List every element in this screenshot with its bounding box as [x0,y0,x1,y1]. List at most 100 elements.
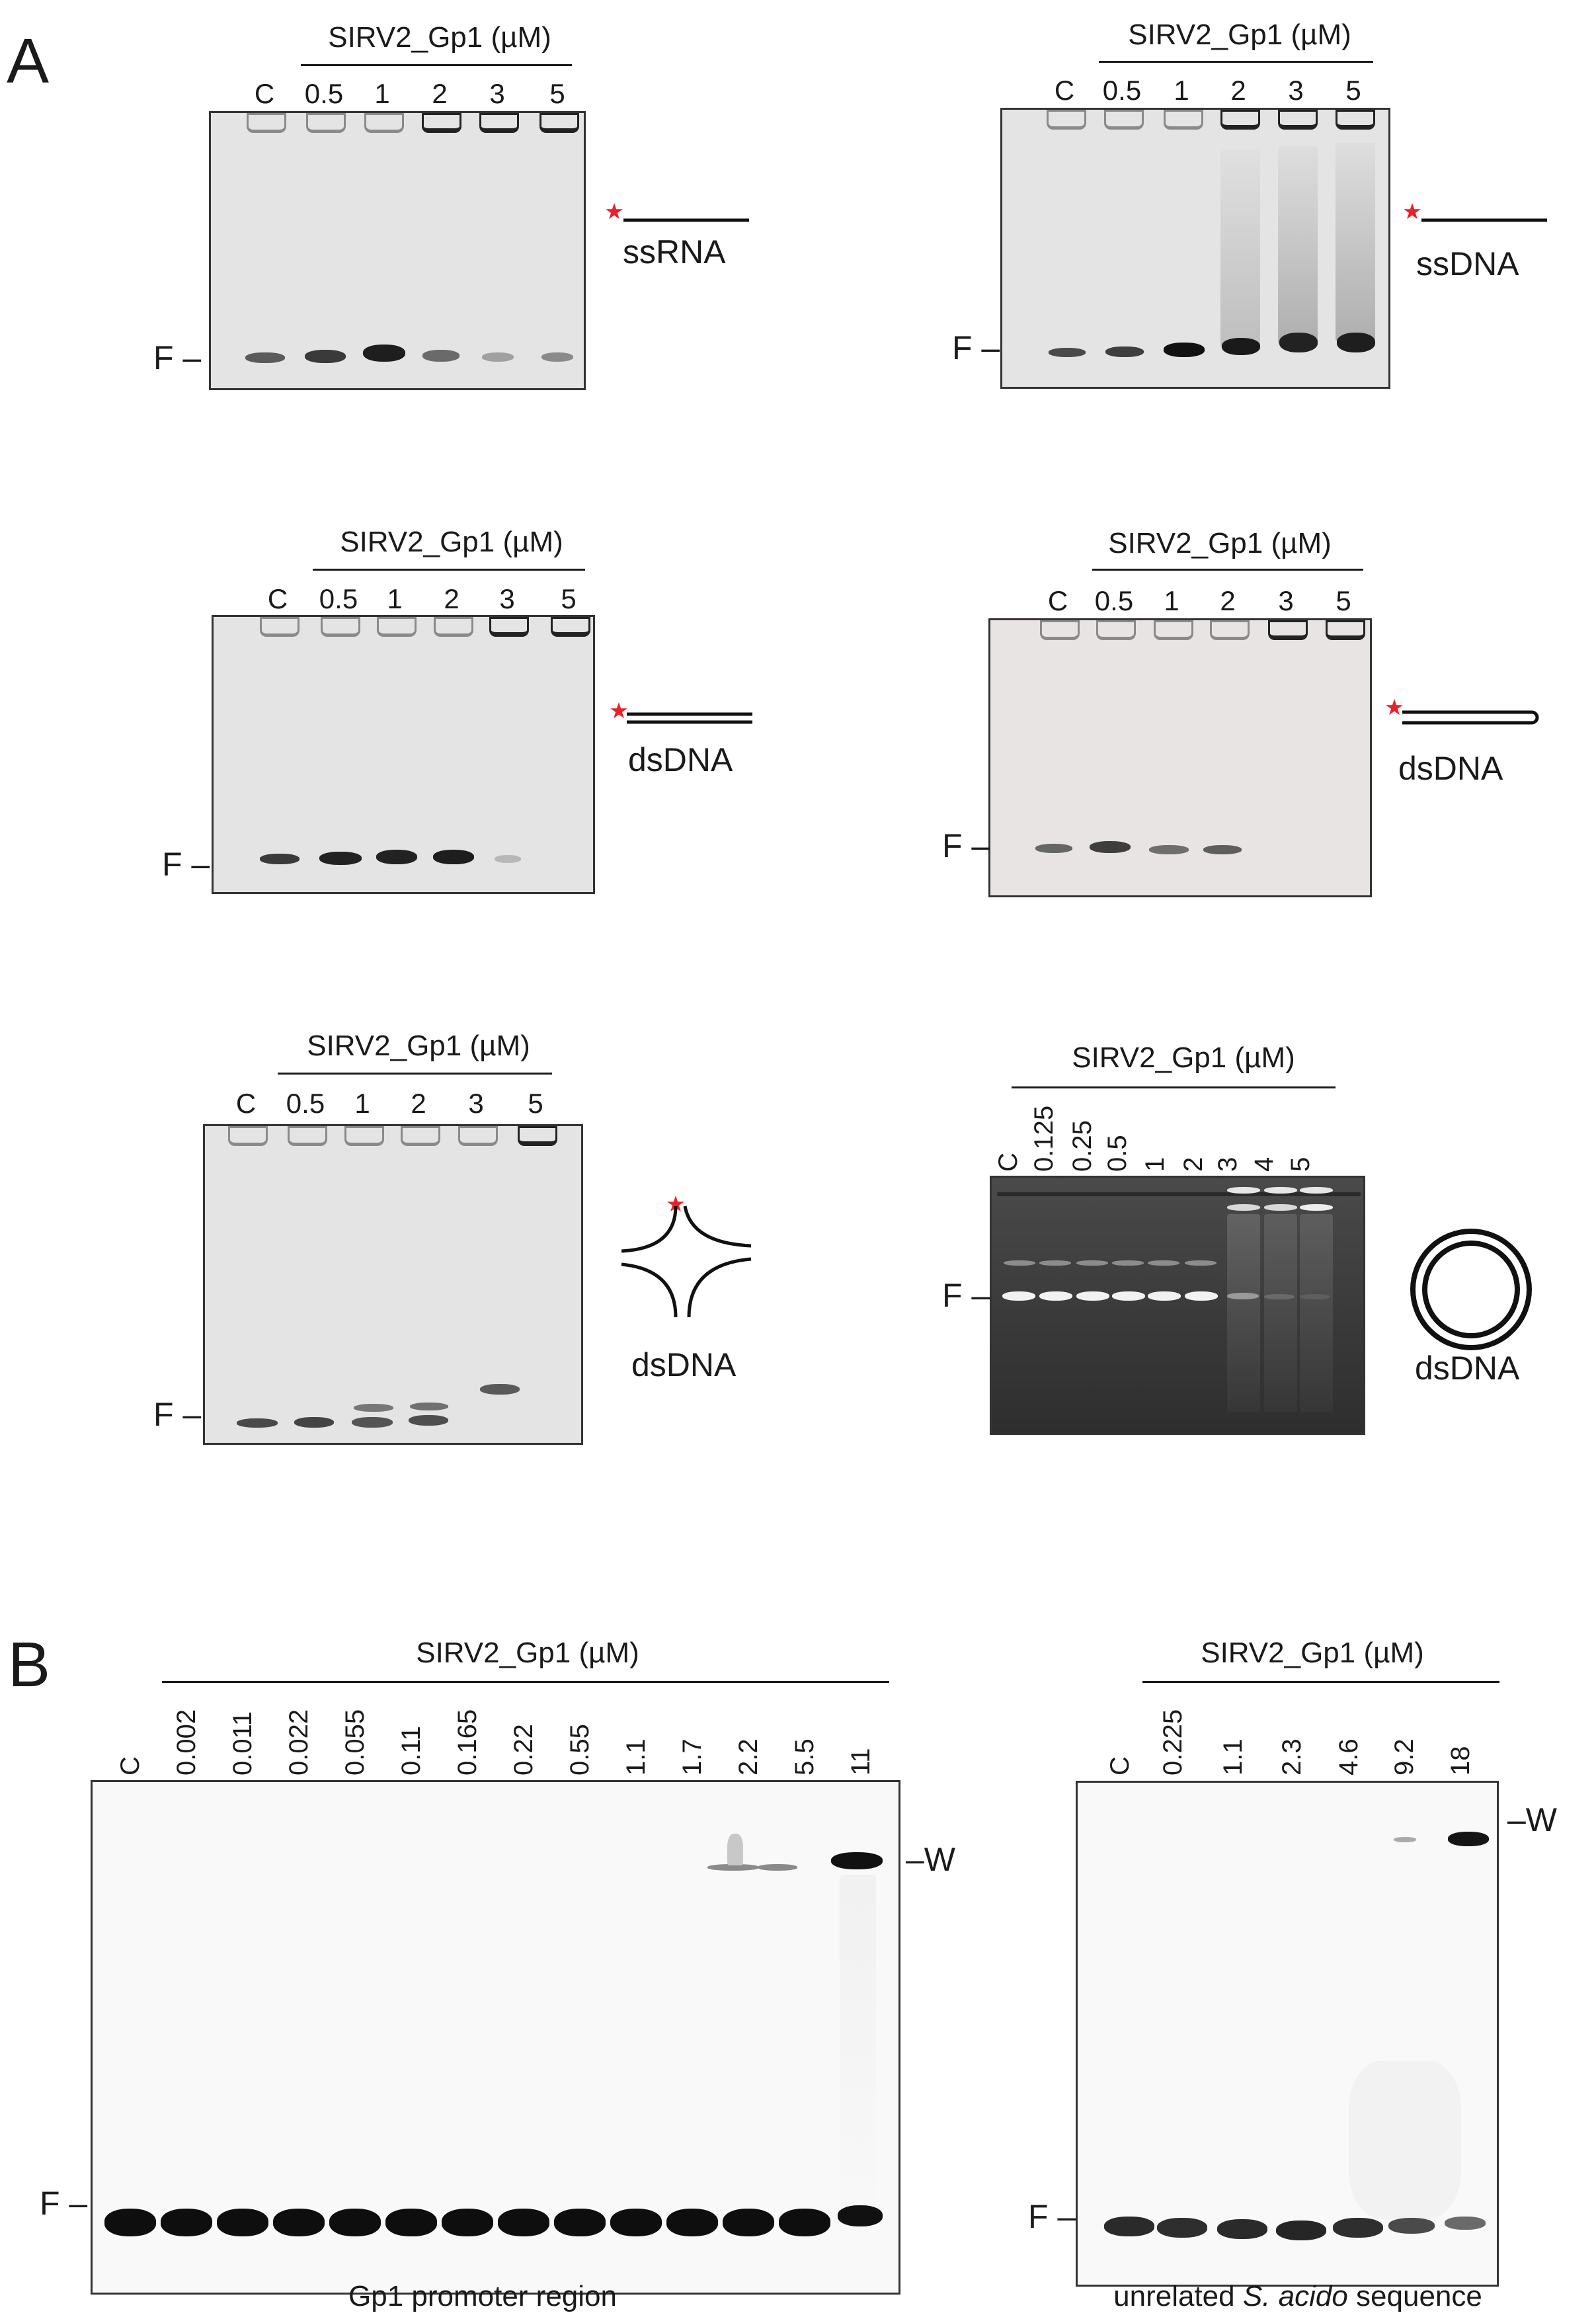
gel-a2-image [1000,108,1390,389]
gel-a3-lane-label: 5 [561,583,577,614]
gel-a5-lane-label: 2 [411,1088,426,1119]
free-band [1104,2217,1154,2236]
caption-species: S. acido [1242,2280,1348,2312]
gel-a6-lane-label: 0.125 [1029,1105,1058,1172]
well-band [1448,1832,1489,1846]
gel-b1-lane-label: 2.2 [734,1738,763,1775]
caption-part: sequence [1347,2280,1482,2312]
nicked-band [1185,1260,1217,1266]
free-band [1445,2217,1486,2230]
gel-b1-lane-label: 0.165 [453,1709,482,1775]
label-star-icon [610,702,627,719]
free-band [1203,845,1242,854]
gel-a3-lane-label: 0.5 [319,583,358,614]
gel-b1-well-label: –W [906,1841,955,1878]
free-band [1222,338,1260,355]
gel-a4-lane-label: C [1047,585,1068,616]
gel-b2-image [1076,1781,1499,2287]
gel-a2-conc-line [1099,61,1373,63]
well [364,113,404,133]
gel-b1-lane-label: 1.7 [678,1738,707,1775]
smear [840,1875,876,2245]
well [1040,620,1080,640]
gel-a6-conc-line [1012,1086,1336,1088]
gel-a4-lane-label: 5 [1336,585,1351,616]
free-band [498,2209,549,2236]
gel-a2-lane-label: C [1054,75,1075,106]
well [539,113,579,133]
junction-arm [621,1205,678,1253]
gel-b2-lane-label: 0.225 [1158,1709,1187,1775]
gel-a2-substrate-label: ssDNA [1416,245,1519,282]
free-band [1149,845,1189,854]
gel-a6-image [990,1176,1365,1435]
gel-a4-lane-label: 2 [1220,585,1236,616]
free-band [217,2209,268,2236]
gel-a5-free-label: F – [153,1396,202,1433]
gel-b2-conc-line [1142,1681,1499,1683]
free-band [161,2209,212,2236]
gel-a1-image [209,111,586,390]
well [1220,110,1260,130]
free-band [723,2209,774,2236]
gel-a1-lane-label: 5 [549,78,565,109]
gel-b1-lane-label: 0.011 [228,1711,257,1775]
gel-b2-lane-label: 4.6 [1334,1738,1363,1775]
well [260,617,299,637]
gel-b2-lane-label: 2.3 [1277,1738,1306,1775]
junction-arm [687,1257,752,1318]
free-band [294,1417,334,1428]
gel-a4-lane-label: 0.5 [1094,585,1134,616]
smear [1336,143,1375,341]
gel-a6-lane-label: 0.25 [1068,1120,1097,1172]
gel-a2-lane-label: 2 [1230,75,1246,106]
free-band [495,855,521,863]
smear [1300,1214,1333,1412]
panel-label-b: B [8,1629,51,1700]
well [247,113,286,133]
free-band [305,350,346,363]
substrate-linear-dsdna-diagram [610,702,752,724]
well [489,617,529,637]
gel-a6-lane-label: 3 [1213,1157,1242,1172]
free-band [1105,346,1144,357]
gel-a5-lane-label: 0.5 [286,1088,325,1119]
panel-label-a: A [7,26,50,97]
bound-band [1264,1204,1297,1211]
well [1336,110,1375,130]
well [321,617,360,637]
gel-a5-lane-label: 1 [354,1088,370,1119]
gel-b1-lane-label: 0.11 [397,1726,426,1775]
gel-b1-lane-label: C [116,1756,145,1775]
gel-b2-conc-title: SIRV2_Gp1 (µM) [1201,1637,1424,1669]
gel-a3-conc-line [313,569,585,571]
free-band [273,2209,325,2236]
well [1104,110,1144,130]
free-band [1039,1291,1072,1301]
gel-a1-free-label: F – [153,339,202,376]
gel-b1-free-label: F – [40,2185,88,2222]
junction-arm [683,1205,752,1248]
gel-a5-image [203,1124,583,1445]
free-band [237,1418,278,1428]
gel-a6-substrate-label: dsDNA [1415,1350,1520,1387]
well-band [831,1852,883,1869]
gel-a4-free-label: F – [942,827,990,864]
junction-arm [621,1262,678,1318]
gel-b1-image [91,1780,900,2295]
substrate-ssrna-diagram [606,203,749,222]
free-band [1227,1293,1259,1299]
free-band [1279,333,1318,352]
nicked-band [1076,1260,1108,1266]
free-band [1217,2219,1267,2239]
well [306,113,346,133]
gel-a3-free-label: F – [162,846,210,883]
free-band [319,852,362,865]
free-band [376,850,417,864]
gel-a5-lane-label: 3 [468,1088,484,1119]
well [401,1126,440,1146]
free-band [482,352,514,362]
nicked-band [1112,1260,1144,1266]
bound-band [1300,1187,1333,1194]
gel-a3-conc-title: SIRV2_Gp1 (µM) [340,526,563,558]
